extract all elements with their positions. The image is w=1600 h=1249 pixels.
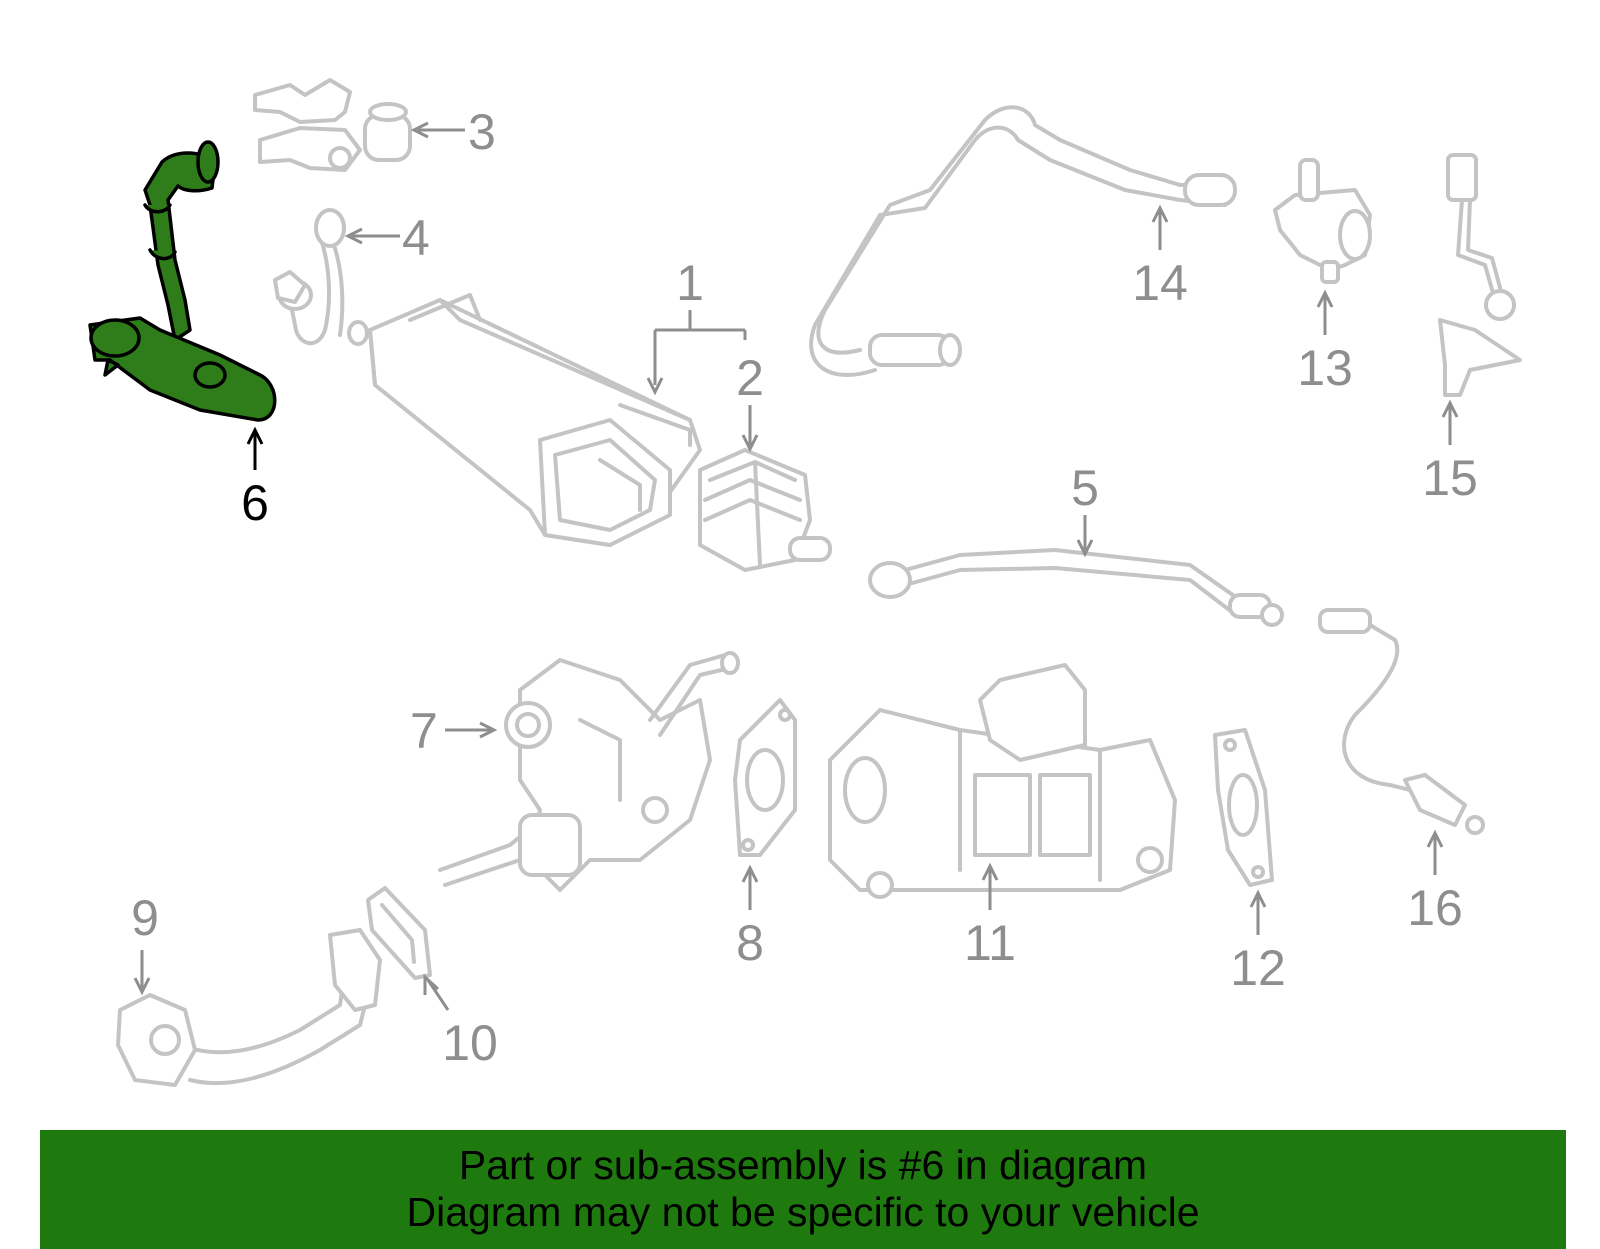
info-banner: Part or sub-assembly is #6 in diagram Di… bbox=[40, 1130, 1566, 1249]
callout-9: 9 bbox=[131, 890, 159, 996]
part-8-gasket[interactable] bbox=[733, 698, 797, 857]
callout-16: 16 bbox=[1407, 829, 1463, 936]
part-5-pipe[interactable] bbox=[868, 548, 1284, 627]
callout-3: 3 bbox=[410, 104, 496, 160]
part-10-gasket[interactable] bbox=[366, 886, 432, 980]
callout-5-label: 5 bbox=[1071, 460, 1099, 516]
callout-2: 2 bbox=[736, 350, 764, 453]
part-2-purge-solenoid[interactable] bbox=[698, 448, 832, 572]
callout-14-label: 14 bbox=[1132, 255, 1188, 311]
callout-15: 15 bbox=[1422, 399, 1478, 506]
banner-line-part: Part or sub-assembly is #6 in diagram bbox=[458, 1142, 1148, 1188]
callout-11: 11 bbox=[964, 862, 1016, 971]
callout-4: 4 bbox=[344, 210, 430, 266]
part-1-canister[interactable] bbox=[347, 293, 702, 547]
callout-16-label: 16 bbox=[1407, 880, 1463, 936]
callout-10: 10 bbox=[423, 973, 498, 1071]
callout-10-label: 10 bbox=[442, 1015, 498, 1071]
part-13-valve[interactable] bbox=[1273, 158, 1372, 284]
part-6-vent-hose[interactable] bbox=[88, 140, 277, 422]
parts-diagram: 1 2 3 4 6 14 bbox=[88, 78, 1522, 1087]
callout-11-label: 11 bbox=[964, 915, 1016, 971]
part-15-sensor[interactable] bbox=[1438, 153, 1522, 397]
callout-13: 13 bbox=[1297, 289, 1353, 396]
callout-8-label: 8 bbox=[736, 915, 764, 971]
part-7-egr-valve[interactable] bbox=[438, 651, 740, 892]
callout-4-label: 4 bbox=[402, 210, 430, 266]
part-11-egr-cooler[interactable] bbox=[828, 663, 1177, 899]
callout-3-label: 3 bbox=[468, 104, 496, 160]
part-14-hose[interactable] bbox=[809, 105, 1237, 377]
callout-15-label: 15 bbox=[1422, 450, 1478, 506]
callout-9-label: 9 bbox=[131, 890, 159, 946]
callout-6: 6 bbox=[241, 426, 269, 531]
banner-line-disclaimer: Diagram may not be specific to your vehi… bbox=[406, 1189, 1200, 1235]
part-3-valve[interactable] bbox=[253, 78, 412, 172]
part-16-sensor[interactable] bbox=[1318, 608, 1485, 835]
callout-1: 1 bbox=[646, 255, 747, 396]
part-9-egr-pipe[interactable] bbox=[116, 928, 382, 1087]
callout-8: 8 bbox=[736, 864, 764, 971]
part-12-gasket[interactable] bbox=[1213, 728, 1274, 887]
callout-1-label: 1 bbox=[676, 255, 704, 311]
callout-12-label: 12 bbox=[1230, 940, 1286, 996]
callout-2-label: 2 bbox=[736, 350, 764, 406]
callout-5: 5 bbox=[1071, 460, 1099, 558]
callout-7-label: 7 bbox=[410, 703, 438, 759]
callout-6-label: 6 bbox=[241, 475, 269, 531]
callout-7: 7 bbox=[410, 703, 498, 759]
callout-14: 14 bbox=[1132, 204, 1188, 311]
callout-12: 12 bbox=[1230, 889, 1286, 996]
callout-13-label: 13 bbox=[1297, 340, 1353, 396]
part-4-hose-fitting[interactable] bbox=[273, 208, 346, 346]
